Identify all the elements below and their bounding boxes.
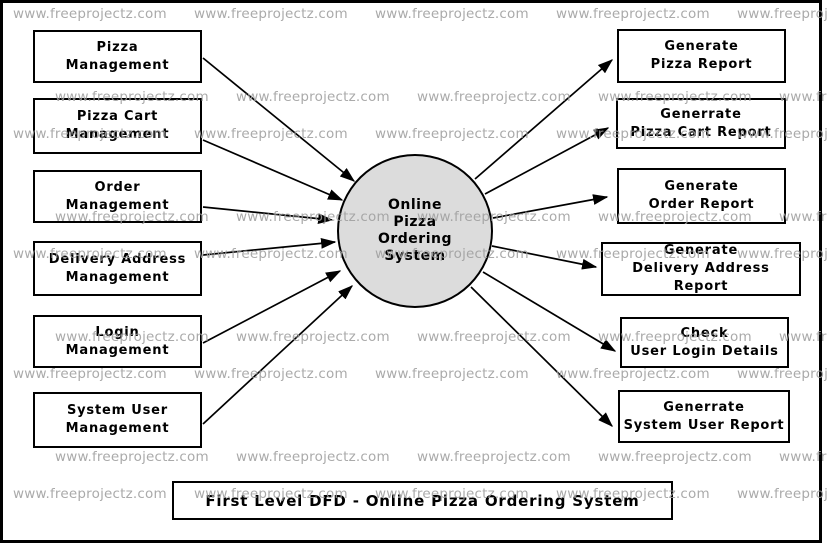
entity-pizza-management: Pizza Management	[33, 30, 202, 83]
entity-label: Pizza Management	[65, 39, 170, 73]
output-generate-pizza-report: Generate Pizza Report	[617, 29, 786, 83]
process-label: Online Pizza Ordering System	[377, 197, 452, 264]
entity-order-management: Order Management	[33, 170, 202, 223]
entity-label: System User Management	[65, 403, 170, 436]
arrow-pizza-cart-management-to-process	[202, 139, 344, 201]
output-label: Generrate System User Report	[623, 399, 785, 433]
output-label: Generate Delivery Address Report	[632, 243, 770, 294]
entity-delivery-address-management: Delivery Address Management	[33, 241, 202, 296]
diagram-caption-box: First Level DFD - Online Pizza Ordering …	[172, 481, 673, 520]
arrow-process-to-generate-pizza-report	[474, 59, 614, 180]
entity-label: Delivery Address Management	[48, 251, 187, 285]
arrow-delivery-address-management-to-process	[202, 237, 337, 256]
output-generrate-system-user-report: Generrate System User Report	[618, 390, 790, 443]
output-generate-order-report: Generate Order Report	[617, 168, 786, 224]
entity-system-user-management: System User Management	[33, 392, 202, 448]
output-generate-delivery-address-report: Generate Delivery Address Report	[601, 242, 801, 296]
arrow-process-to-generate-delivery-address-report	[491, 245, 598, 270]
arrow-process-to-check-user-login-details	[482, 271, 617, 352]
output-label: Generate Order Report	[648, 179, 755, 212]
entity-label: Login Management	[65, 324, 170, 358]
diagram-caption: First Level DFD - Online Pizza Ordering …	[205, 491, 640, 510]
arrow-process-to-generate-order-report	[492, 194, 609, 219]
arrow-order-management-to-process	[202, 206, 334, 225]
output-label: Generate Pizza Report	[650, 39, 753, 72]
entity-login-management: Login Management	[33, 315, 202, 368]
arrow-process-to-generrate-pizza-cart-report	[484, 127, 610, 195]
arrow-system-user-management-to-process	[202, 285, 353, 425]
entity-label: Pizza Cart Management	[65, 109, 170, 142]
diagram-border	[0, 0, 822, 543]
entity-pizza-cart-management: Pizza Cart Management	[33, 98, 202, 154]
output-generrate-pizza-cart-report: Generrate Pizza Cart Report	[616, 98, 786, 149]
arrow-pizza-management-to-process	[202, 57, 356, 182]
output-label: Check User Login Details	[630, 325, 779, 359]
arrow-process-to-generrate-system-user-report	[470, 286, 613, 427]
process-online-pizza-ordering-system: Online Pizza Ordering System	[337, 154, 493, 308]
output-label: Generrate Pizza Cart Report	[630, 106, 772, 140]
arrow-login-management-to-process	[202, 270, 342, 344]
output-check-user-login-details: Check User Login Details	[620, 317, 789, 368]
entity-label: Order Management	[65, 179, 170, 213]
